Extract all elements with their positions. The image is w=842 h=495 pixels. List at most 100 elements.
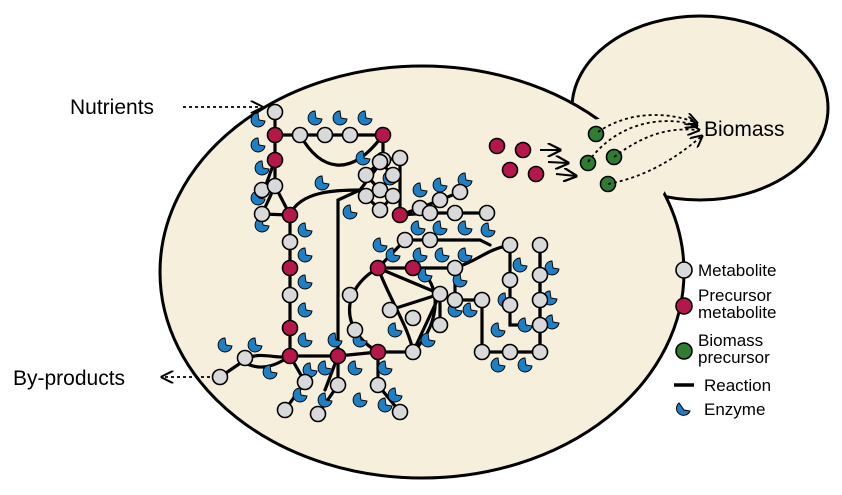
reaction-edge	[453, 238, 492, 247]
metabolite-node	[381, 301, 399, 319]
enzyme-icon	[307, 110, 323, 126]
precursor-metabolite-node	[266, 151, 284, 169]
enzyme-icon	[544, 260, 560, 276]
biomass-precursor-node	[579, 154, 597, 172]
metabolite-node	[281, 233, 299, 251]
metabolite-node	[291, 126, 309, 144]
metabolite-node	[421, 231, 439, 249]
enzyme-icon	[332, 110, 348, 126]
metabolite-node	[431, 191, 449, 209]
metabolite-node	[211, 368, 229, 386]
metabolite-node	[384, 187, 402, 205]
metabolite-node	[531, 316, 549, 334]
enzyme-icon	[217, 337, 233, 353]
metabolite-node	[384, 166, 402, 184]
legend-metabolite-label: Metabolite	[698, 261, 776, 280]
metabolite-node	[473, 343, 491, 361]
metabolite-node	[236, 349, 254, 367]
metabolite-node	[329, 376, 347, 394]
enzyme-icon	[317, 360, 333, 376]
metabolite-node	[346, 321, 364, 339]
precursor-metabolite-node	[488, 137, 506, 155]
metabolite-node	[357, 166, 375, 184]
byproducts-label: By-products	[13, 367, 125, 390]
enzyme-icon	[387, 387, 403, 403]
precursor-metabolite-node	[369, 343, 387, 361]
metabolite-node	[446, 204, 464, 222]
enzyme-icon	[297, 247, 313, 263]
precursor-metabolite-node	[391, 206, 409, 224]
legend: Metabolite Precursor metabolite Biomass …	[674, 261, 776, 419]
enzyme-icon	[317, 392, 333, 408]
enzyme-icon	[292, 387, 308, 403]
metabolite-node	[404, 309, 422, 327]
enzyme-icon	[377, 360, 393, 376]
enzyme-icon	[372, 237, 388, 253]
enzyme-icon	[462, 302, 478, 318]
enzyme-icon	[247, 337, 263, 353]
enzyme-icon	[254, 160, 270, 176]
legend-metabolite-icon	[675, 261, 693, 279]
metabolite-node	[473, 291, 491, 309]
metabolite-node	[396, 231, 414, 249]
metabolite-node	[266, 177, 284, 195]
enzyme-icon	[297, 274, 313, 290]
enzyme-icon	[480, 222, 496, 238]
metabolite-node	[391, 403, 409, 421]
biomass-label: Biomass	[704, 118, 785, 141]
legend-biomass-precursor-icon	[675, 342, 693, 360]
metabolite-node	[369, 376, 387, 394]
precursor-metabolite-node	[281, 347, 299, 365]
enzyme-icon	[357, 110, 373, 126]
enzyme-icon	[297, 302, 313, 318]
metabolite-node	[404, 343, 422, 361]
enzyme-icon	[457, 247, 473, 263]
metabolite-node	[281, 286, 299, 304]
reaction-edge	[298, 133, 385, 167]
metabolite-node	[501, 271, 519, 289]
enzyme-icon	[327, 332, 343, 348]
reaction-edge	[273, 110, 292, 358]
precursor-metabolite-node	[266, 126, 284, 144]
enzyme-icon	[490, 322, 506, 338]
enzyme-icon	[347, 360, 363, 376]
precursor-metabolite-node	[404, 259, 422, 277]
enzyme-icon	[432, 177, 448, 193]
metabolite-node	[371, 201, 389, 219]
metabolite-node	[341, 126, 359, 144]
metabolite-node	[501, 343, 519, 361]
enzyme-icon	[352, 392, 368, 408]
metabolite-node	[309, 405, 327, 423]
io-arrows	[162, 107, 262, 377]
enzyme-icon	[385, 247, 401, 263]
precursor-metabolite-node	[281, 259, 299, 277]
metabolite-node	[341, 286, 359, 304]
precursor-metabolite-node	[329, 347, 347, 365]
metabolite-node	[501, 236, 519, 254]
metabolite-node	[478, 204, 496, 222]
metabolite-node	[421, 204, 439, 222]
legend-precursor-icon	[675, 297, 693, 315]
precursor-metabolite-node	[369, 259, 387, 277]
metabolite-node	[266, 103, 284, 121]
metabolite-node	[451, 183, 469, 201]
metabolite-node	[531, 291, 549, 309]
enzyme-icon	[517, 357, 533, 373]
enzyme-icon	[512, 257, 528, 273]
legend-reaction-label: Reaction	[704, 376, 771, 395]
enzyme-icon	[434, 247, 450, 263]
enzyme-icon	[420, 332, 436, 348]
metabolite-node	[276, 401, 294, 419]
legend-enzyme-label: Enzyme	[704, 400, 765, 419]
metabolite-node	[446, 291, 464, 309]
precursor-flow-arrows	[540, 150, 576, 176]
enzyme-icon	[342, 204, 358, 220]
legend-precursor-label-1: Precursor	[698, 286, 772, 305]
enzyme-icon	[377, 397, 393, 413]
nutrients-label: Nutrients	[70, 96, 154, 119]
legend-enzyme-icon	[676, 402, 691, 416]
metabolite-node	[253, 205, 271, 223]
precursor-metabolite-node	[281, 206, 299, 224]
metabolite-node	[501, 296, 519, 314]
